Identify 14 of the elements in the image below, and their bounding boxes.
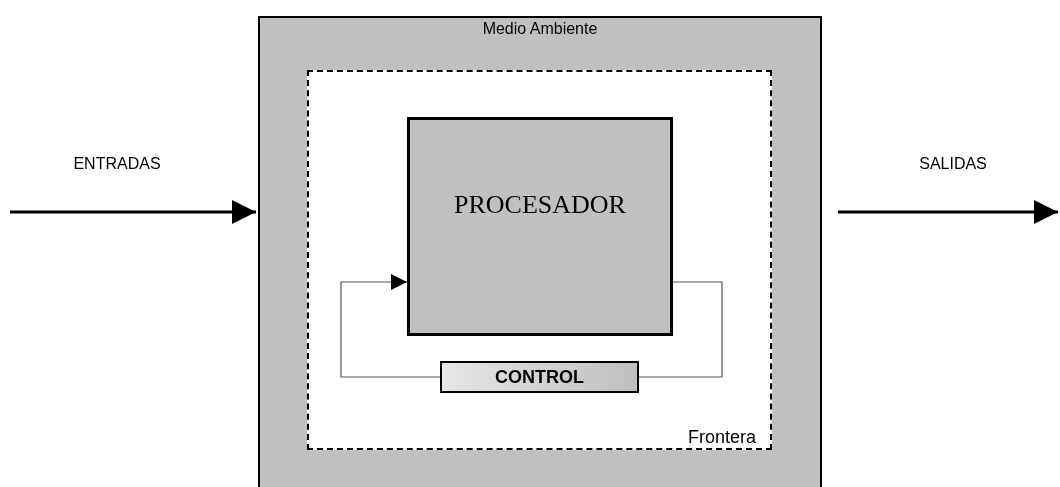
arrow	[10, 200, 256, 224]
control-box	[440, 361, 639, 393]
environment-box	[258, 16, 822, 487]
box-label: PROCESADOR	[453, 190, 627, 220]
edge-label: ENTRADAS	[73, 155, 161, 173]
edge-label: SALIDAS	[919, 155, 987, 173]
boundary-box	[307, 70, 772, 450]
box-heading: Medio Ambiente	[481, 20, 599, 38]
arrow	[340, 274, 441, 378]
box-label: CONTROL	[494, 367, 585, 388]
connector-line	[638, 281, 723, 378]
arrow	[838, 200, 1058, 224]
process-box	[407, 117, 673, 336]
box-label: Frontera	[687, 427, 756, 448]
